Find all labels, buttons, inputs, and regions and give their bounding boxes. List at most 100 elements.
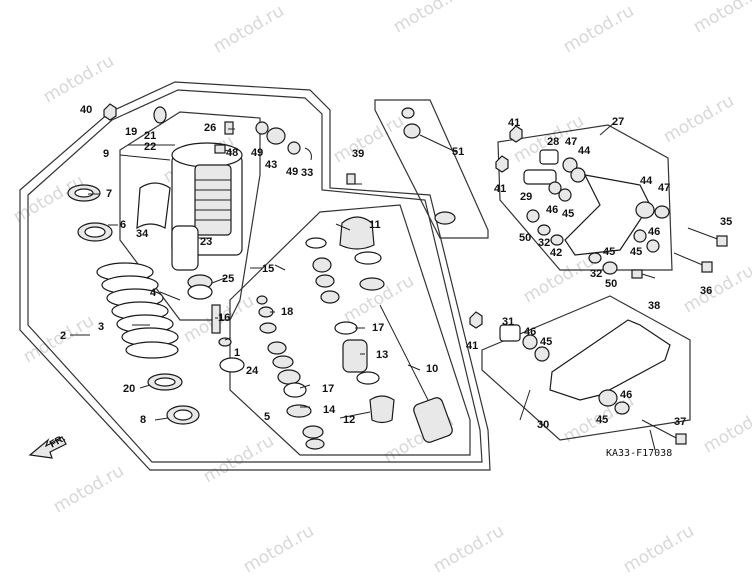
collar-29 <box>523 169 557 185</box>
part-number-label: 24 <box>246 365 259 377</box>
arm-27 <box>564 174 651 256</box>
part-number-label: 3 <box>98 321 105 333</box>
bump-rubber-23 <box>171 225 199 271</box>
piston-rod-10 <box>379 304 429 401</box>
rod-end <box>413 397 453 443</box>
part-number-label: 46 <box>524 326 537 338</box>
nut-48 <box>214 144 226 154</box>
washer-49a <box>255 121 269 135</box>
bush-43 <box>266 127 286 145</box>
diagram-code: KA33-F17038 <box>606 448 673 459</box>
bolt-38 <box>631 269 643 279</box>
part-number-label: 38 <box>648 300 661 312</box>
part-number-label: 19 <box>125 126 138 138</box>
part-number-label: 49 <box>286 166 299 178</box>
part-number-label: 10 <box>426 363 439 375</box>
part-number-label: 35 <box>720 216 733 228</box>
part-number-label: 20 <box>123 383 136 395</box>
part-number-label: 45 <box>596 414 609 426</box>
part-number-label: 43 <box>265 159 278 171</box>
frame-27 <box>497 124 673 271</box>
part-number-label: 27 <box>612 116 625 128</box>
part-number-label: 50 <box>605 278 618 290</box>
part-number-label: 45 <box>540 336 553 348</box>
frame-damper <box>229 204 471 456</box>
part-number-label: 5 <box>264 411 271 423</box>
part-number-label: 7 <box>106 188 113 200</box>
part-number-label: 49 <box>251 147 264 159</box>
valve-21 <box>153 106 167 124</box>
rod-30 <box>549 319 671 401</box>
part-number-label: 42 <box>550 247 563 259</box>
part-number-label: 29 <box>520 191 533 203</box>
part-number-label: 9 <box>103 148 110 160</box>
part-number-label: 23 <box>200 236 213 248</box>
part-number-label: 44 <box>640 175 653 187</box>
part-number-label: 17 <box>322 383 335 395</box>
part-number-label: 47 <box>658 182 671 194</box>
collar-31 <box>499 324 521 342</box>
part-number-label: 41 <box>508 117 521 129</box>
part-number-label: 17 <box>372 322 385 334</box>
part-number-label: 2 <box>60 330 67 342</box>
part-number-label: 51 <box>452 146 465 158</box>
cover-34 <box>136 182 171 230</box>
clip-33 <box>304 147 312 161</box>
part-number-label: 33 <box>301 167 314 179</box>
part-number-label: 21 <box>144 130 157 142</box>
part-number-label: 30 <box>537 419 550 431</box>
part-number-label: 8 <box>140 414 147 426</box>
part-number-label: 31 <box>502 316 515 328</box>
needle-16 <box>211 304 221 334</box>
arrow-fr <box>28 436 67 459</box>
frame-51 <box>374 99 489 239</box>
part-number-label: 48 <box>226 147 239 159</box>
frame-main-inner <box>27 89 483 463</box>
leader-lines <box>70 121 656 451</box>
part-number-label: 37 <box>674 416 687 428</box>
bolt-35 <box>687 227 721 241</box>
part-number-label: 26 <box>204 122 217 134</box>
part-number-label: 36 <box>700 285 713 297</box>
washer-49b <box>287 141 301 155</box>
collar-28 <box>539 149 559 165</box>
part-number-label: 32 <box>590 268 603 280</box>
part-number-label: 45 <box>603 246 616 258</box>
part-number-label: 22 <box>144 141 157 153</box>
part-number-label: 44 <box>578 145 591 157</box>
part-number-label: 39 <box>352 148 365 160</box>
frame-30 <box>481 295 691 441</box>
circlip-24 <box>219 357 245 373</box>
part-number-label: 47 <box>565 136 578 148</box>
part-number-label: 1 <box>234 347 241 359</box>
spring-3 <box>96 262 179 359</box>
part-number-label: 6 <box>120 219 127 231</box>
part-number-label: 46 <box>546 204 559 216</box>
damper-internals <box>256 216 395 450</box>
part-number-label: 41 <box>494 183 507 195</box>
bolt-39 <box>346 173 356 185</box>
part-number-label: 4 <box>150 287 157 299</box>
part-number-label: 45 <box>630 246 643 258</box>
nut-40 <box>103 103 117 121</box>
part-number-label: 28 <box>547 136 560 148</box>
screw-26 <box>224 121 234 135</box>
part-number-label: 45 <box>562 208 575 220</box>
part-number-label: 11 <box>369 219 381 231</box>
part-number-label: 13 <box>376 349 389 361</box>
part-number-label: 25 <box>222 273 235 285</box>
bolt-37 <box>641 419 681 441</box>
frame-main-outer <box>19 81 491 471</box>
part-number-label: 40 <box>80 104 93 116</box>
part-number-label: 46 <box>648 226 661 238</box>
part-number-label: 18 <box>281 306 294 318</box>
part-number-label: 41 <box>466 340 479 352</box>
part-number-label: 12 <box>343 414 356 426</box>
part-number-label: 14 <box>323 404 336 416</box>
part-number-label: 16 <box>218 312 231 324</box>
diagram-drawing <box>19 81 728 471</box>
bolt-36 <box>673 252 706 267</box>
part-number-label: 46 <box>620 389 633 401</box>
part-number-label: 32 <box>538 237 551 249</box>
